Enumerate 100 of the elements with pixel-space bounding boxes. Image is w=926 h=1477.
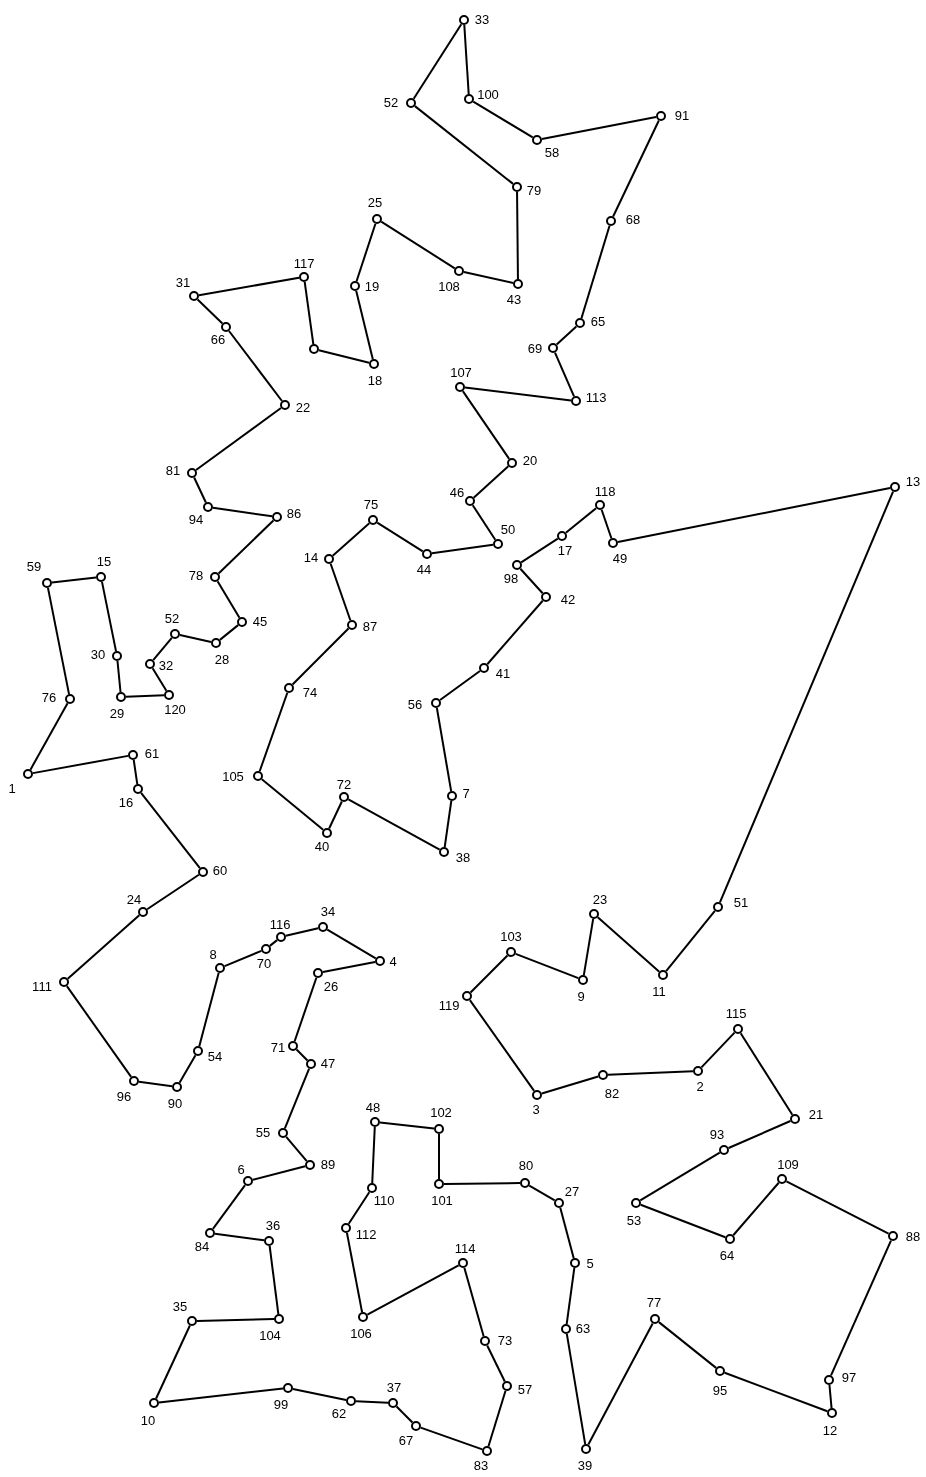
connector-line — [260, 778, 325, 831]
point-marker — [116, 692, 126, 702]
connector-line — [317, 349, 371, 364]
point-marker — [324, 554, 334, 564]
point-number: 26 — [323, 980, 339, 994]
connector-line — [519, 567, 544, 595]
point-number: 7 — [462, 787, 470, 801]
connector-line — [291, 627, 350, 686]
connector-line — [555, 325, 578, 346]
point-marker — [532, 135, 542, 145]
point-marker — [237, 617, 247, 627]
connector-line — [828, 1384, 833, 1409]
point-marker — [369, 359, 379, 369]
connector-line — [151, 667, 168, 692]
point-marker — [187, 1316, 197, 1326]
connector-line — [355, 1400, 389, 1404]
connector-line — [371, 1126, 376, 1184]
point-number: 95 — [712, 1384, 728, 1398]
connector-line — [639, 1151, 721, 1202]
point-number: 32 — [158, 659, 174, 673]
connector-line — [293, 976, 318, 1043]
point-number: 111 — [32, 980, 52, 994]
point-marker — [322, 828, 332, 838]
point-number: 97 — [841, 1371, 857, 1385]
connector-line — [435, 706, 453, 793]
point-number: 65 — [590, 315, 606, 329]
point-number: 14 — [303, 551, 319, 565]
point-marker — [520, 1178, 530, 1188]
point-number: 90 — [167, 1097, 183, 1111]
connector-line — [723, 1371, 829, 1413]
point-marker — [128, 750, 138, 760]
point-number: 41 — [495, 667, 511, 681]
point-marker — [59, 977, 69, 987]
point-marker — [243, 1176, 253, 1186]
connector-line — [258, 691, 289, 773]
point-number: 67 — [398, 1434, 414, 1448]
connector-line — [443, 799, 453, 849]
point-number: 86 — [286, 507, 302, 521]
point-number: 93 — [709, 1128, 725, 1142]
connector-line — [283, 1067, 311, 1130]
point-number: 31 — [175, 276, 191, 290]
point-marker — [283, 1383, 293, 1393]
point-number: 102 — [430, 1106, 452, 1120]
point-marker — [713, 902, 723, 912]
connector-line — [554, 351, 575, 398]
point-number: 118 — [594, 485, 616, 499]
point-marker — [346, 1396, 356, 1406]
connector-line — [31, 754, 130, 775]
connector-line — [347, 798, 441, 851]
point-number: 53 — [626, 1214, 642, 1228]
point-marker — [370, 1117, 380, 1127]
connector-line — [559, 1206, 575, 1260]
point-marker — [554, 1198, 564, 1208]
connector-line — [700, 1031, 736, 1069]
connector-line — [347, 1191, 371, 1225]
point-marker — [581, 1444, 591, 1454]
connector-line — [378, 1121, 436, 1130]
point-marker — [575, 318, 585, 328]
point-number: 64 — [719, 1249, 735, 1263]
point-marker — [280, 400, 290, 410]
point-marker — [506, 947, 516, 957]
point-number: 71 — [270, 1041, 286, 1055]
point-number: 76 — [41, 691, 57, 705]
point-number: 54 — [207, 1050, 223, 1064]
connector-line — [439, 669, 481, 702]
point-number: 57 — [517, 1383, 533, 1397]
point-number: 78 — [188, 569, 204, 583]
point-marker — [434, 1179, 444, 1189]
point-marker — [656, 111, 666, 121]
point-number: 119 — [438, 999, 460, 1013]
point-marker — [454, 266, 464, 276]
point-number: 109 — [777, 1158, 799, 1172]
point-number: 112 — [355, 1228, 377, 1242]
point-number: 63 — [575, 1322, 591, 1336]
point-marker — [589, 909, 599, 919]
connector-line — [612, 119, 660, 218]
point-number: 98 — [503, 572, 519, 586]
point-marker — [172, 1082, 182, 1092]
point-number: 52 — [383, 96, 399, 110]
point-marker — [42, 578, 52, 588]
point-marker — [210, 572, 220, 582]
point-number: 15 — [96, 555, 112, 569]
point-number: 37 — [386, 1381, 402, 1395]
point-marker — [347, 620, 357, 630]
point-marker — [824, 1375, 834, 1385]
point-marker — [306, 1059, 316, 1069]
point-marker — [411, 1421, 421, 1431]
connector-line — [125, 694, 165, 698]
point-number: 89 — [320, 1158, 336, 1172]
point-marker — [458, 1258, 468, 1268]
connector-line — [137, 1080, 174, 1088]
connector-line — [565, 1332, 587, 1446]
point-number: 56 — [407, 698, 423, 712]
connector-line — [395, 1405, 414, 1424]
point-marker — [198, 867, 208, 877]
connector-line — [463, 1266, 485, 1338]
point-marker — [96, 572, 106, 582]
point-marker — [261, 944, 271, 954]
connector-line — [251, 1165, 307, 1181]
connector-line — [732, 1181, 780, 1237]
